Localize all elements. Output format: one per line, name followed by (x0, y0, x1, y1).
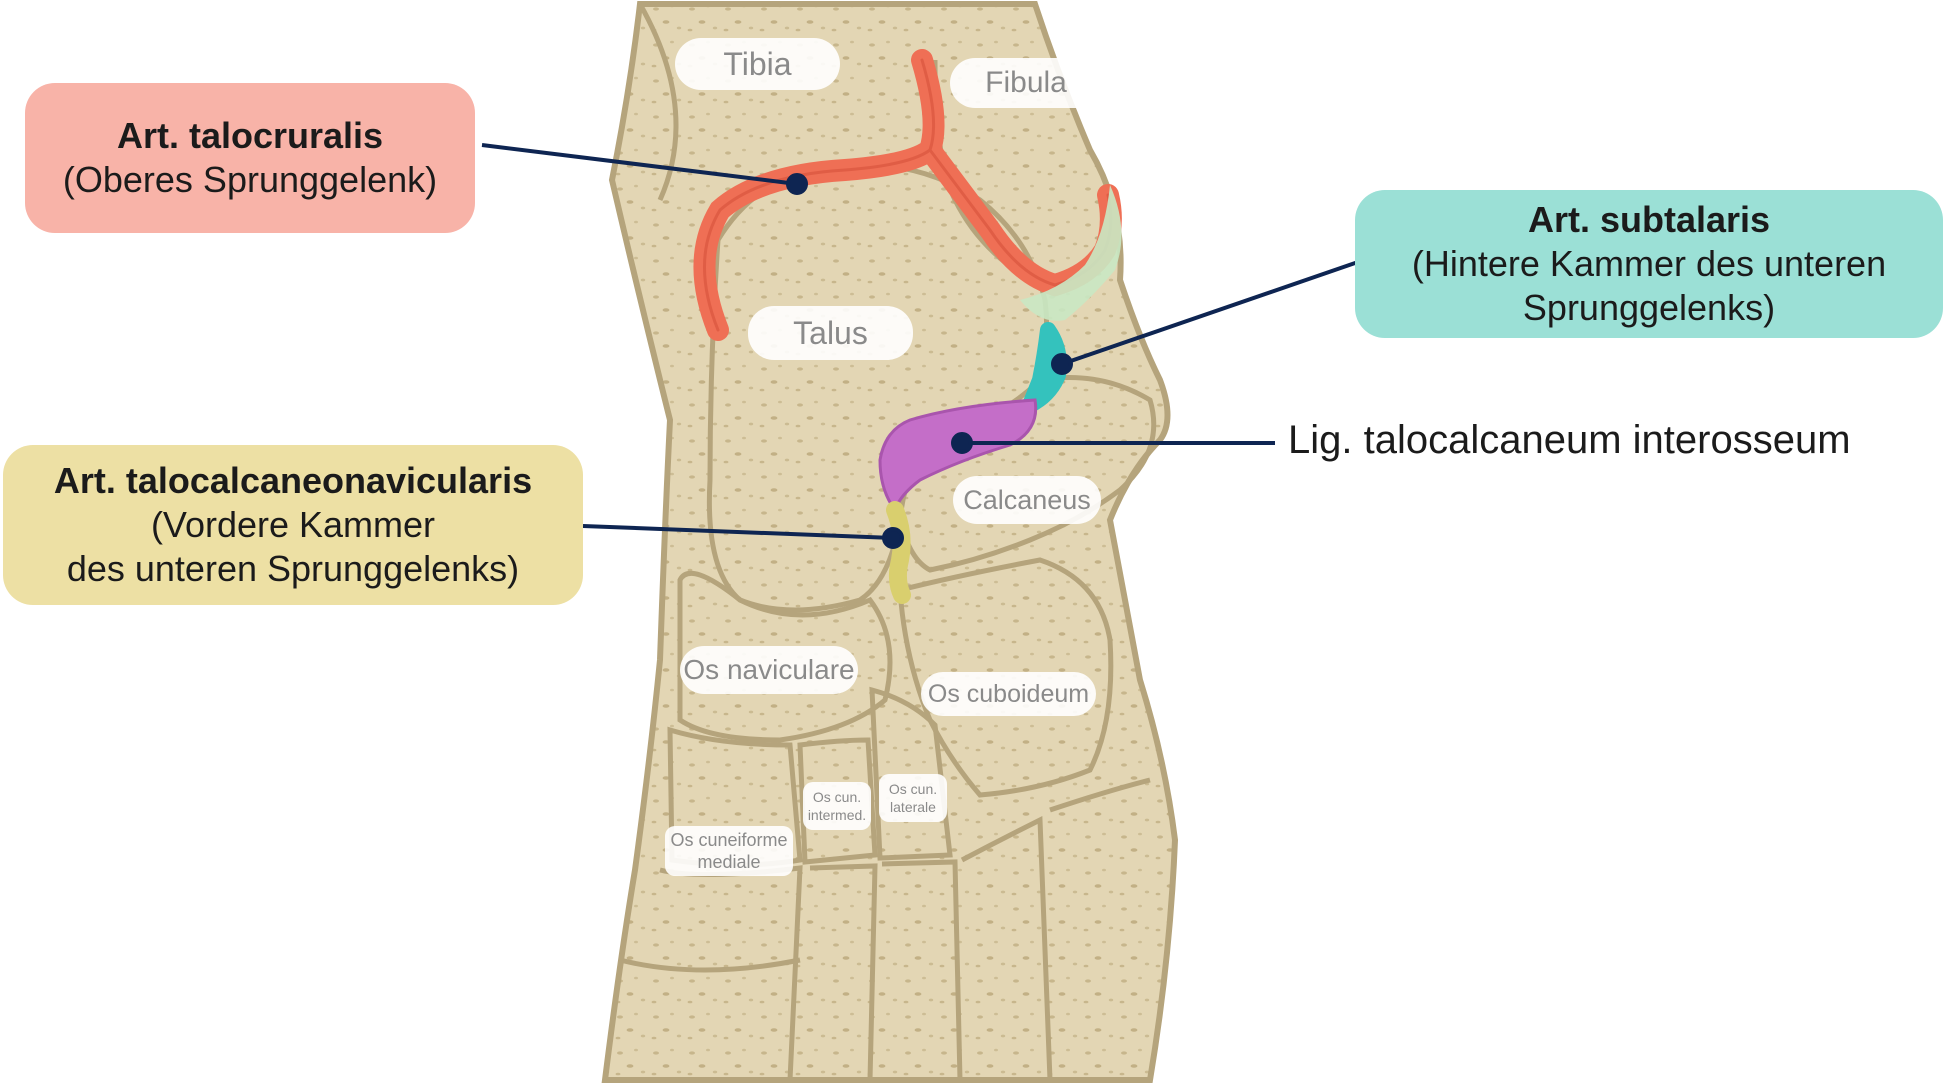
bone-label-text: Tibia (723, 45, 792, 82)
label-ligament: Lig. talocalcaneum interosseum (1288, 418, 1851, 462)
bone-label-cuneiforme-mediale: Os cuneiforme mediale (665, 826, 793, 876)
callout-subtitle: (Oberes Sprunggelenk) (62, 159, 438, 200)
bone-label-calcaneus: Calcaneus (953, 476, 1101, 524)
fibula-cartilage (1020, 185, 1122, 321)
callout-subtalaris: Art. subtalaris (Hintere Kammer des unte… (1355, 190, 1943, 338)
bone-label-cun-laterale: Os cun. laterale (879, 774, 947, 822)
bone-label-text: Os naviculare (683, 654, 855, 685)
callout-line: (Hintere Kammer des unteren (1411, 243, 1887, 284)
bone-label-text: Os cun. (812, 789, 862, 805)
callout-line: des unteren Sprunggelenks) (66, 548, 520, 589)
callout-title: Art. talocalcaneonavicularis (53, 460, 533, 501)
bone-label-talus: Talus (748, 306, 913, 360)
bone-label-text: Talus (793, 314, 868, 351)
bone-label-cun-intermed: Os cun. intermed. (803, 782, 871, 830)
bone-label-text: Os cuneiforme (670, 830, 788, 850)
bone-label-text: laterale (890, 799, 936, 815)
bone-label-text: intermed. (807, 807, 867, 823)
joint-talocalcaneonavicularis (886, 501, 911, 604)
leader-lines (481, 143, 1359, 549)
callout-title: Art. talocruralis (116, 115, 384, 156)
bone-label-text: Os cuboideum (927, 679, 1090, 708)
bone-label-naviculare: Os naviculare (680, 646, 858, 694)
bone-label-tibia: Tibia (675, 38, 840, 90)
callout-line: (Vordere Kammer (150, 504, 436, 545)
bone-label-fibula: Fibula (950, 58, 1102, 108)
callout-talocalcaneonavicularis: Art. talocalcaneonavicularis (Vordere Ka… (3, 445, 583, 605)
bone-label-text: Fibula (985, 66, 1067, 99)
bone-label-cuboideum: Os cuboideum (921, 672, 1096, 716)
callout-title: Art. subtalaris (1527, 199, 1771, 240)
bone-label-text: mediale (697, 852, 761, 872)
bone-label-text: Calcaneus (963, 484, 1091, 515)
callout-line: Sprunggelenks) (1522, 287, 1776, 328)
bone-label-text: Os cun. (888, 781, 938, 797)
callout-talocruralis: Art. talocruralis (Oberes Sprunggelenk) (25, 83, 475, 233)
joint-subtalaris (1022, 322, 1067, 413)
